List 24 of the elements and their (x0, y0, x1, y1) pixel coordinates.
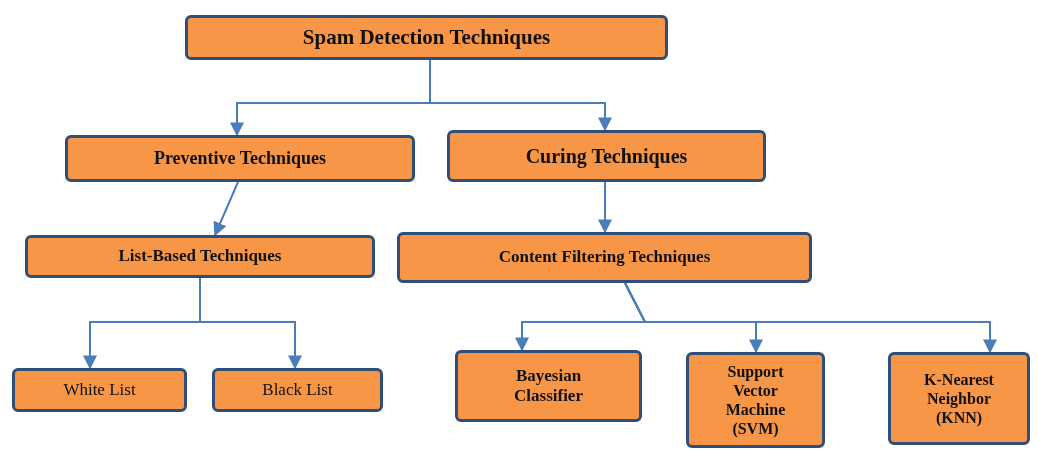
technique-box (397, 232, 812, 283)
technique-box (447, 130, 766, 182)
technique-box (686, 352, 825, 448)
technique-box (65, 135, 415, 182)
box-label: List-Based Techniques (118, 246, 282, 267)
box-label: Black List (262, 379, 333, 401)
box-label: Content Filtering Techniques (498, 247, 711, 268)
technique-box (888, 352, 1030, 445)
arrow (624, 282, 997, 354)
technique-box (212, 368, 383, 412)
technique-box (12, 368, 187, 412)
technique-box (185, 15, 668, 60)
box-label: White List (63, 379, 136, 401)
box-label: Curing Techniques (525, 144, 688, 168)
arrow (429, 59, 612, 132)
box-label: K-Nearest Neighbor (KNN) (923, 369, 995, 428)
technique-box (455, 350, 642, 422)
arrow (213, 181, 239, 237)
box-label: Preventive Techniques (153, 147, 327, 170)
box-label: Spam Detection Techniques (302, 24, 551, 51)
box-label: Support Vector Machine (SVM) (724, 361, 787, 439)
box-label: Bayesian Classifier (513, 365, 584, 407)
technique-box (25, 235, 375, 278)
arrow (598, 181, 612, 234)
